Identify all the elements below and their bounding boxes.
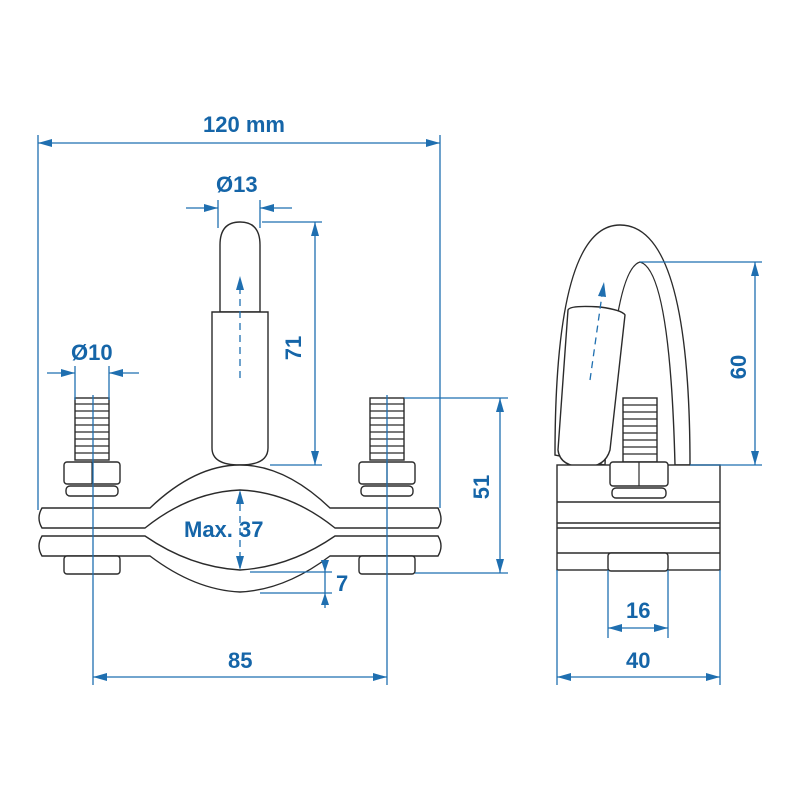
pin bbox=[219, 221, 261, 313]
left-bolt bbox=[63, 397, 121, 575]
dim-strap-thickness: 7 bbox=[336, 571, 349, 596]
upper-strap bbox=[38, 464, 442, 529]
side-bolt bbox=[607, 397, 669, 572]
pin-sleeve bbox=[211, 311, 269, 466]
side-sleeve bbox=[557, 305, 626, 468]
dim-pin-height: 71 bbox=[281, 335, 307, 361]
dim-nut-width: 16 bbox=[626, 598, 651, 623]
dim-bolt-diameter: Ø10 bbox=[71, 340, 113, 365]
dim-pin-diameter: Ø13 bbox=[216, 172, 258, 197]
lower-strap bbox=[38, 535, 442, 593]
dim-overall-width: 120 mm bbox=[203, 112, 285, 137]
dim-bolt-height: 51 bbox=[469, 474, 495, 500]
dim-max-pipe: Max. 37 bbox=[184, 517, 264, 542]
dim-loop-height: 60 bbox=[726, 354, 752, 380]
dim-body-width: 40 bbox=[626, 648, 651, 673]
dim-bolt-spacing: 85 bbox=[228, 648, 253, 673]
